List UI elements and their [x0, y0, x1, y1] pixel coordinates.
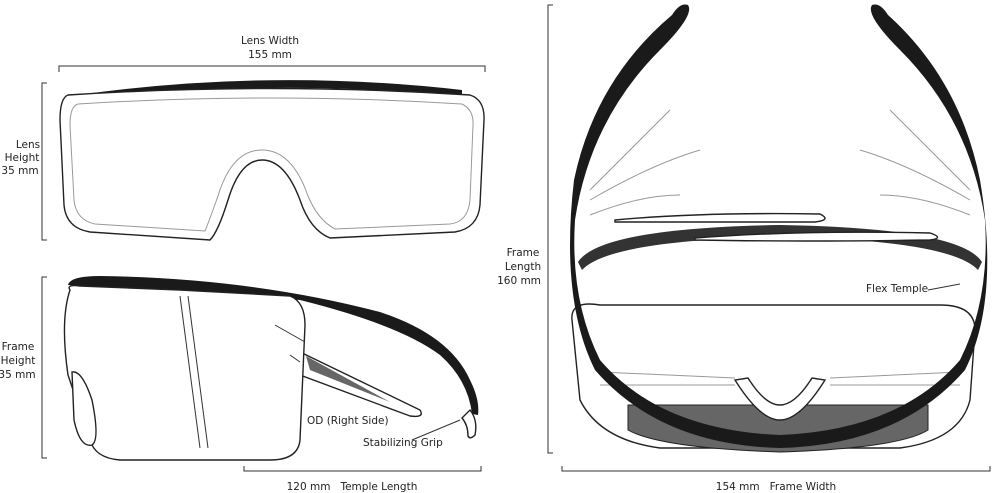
front-lens-shield [59, 87, 485, 241]
temple-tip-right [694, 231, 939, 242]
od-temple [299, 350, 422, 418]
temple-length-label: 120 mm Temple Length [287, 481, 418, 493]
flex-temple-leader-line [927, 283, 961, 291]
frame-height-label-2: Height [1, 355, 36, 367]
inner-temple-lines [589, 109, 971, 216]
headband-ring [578, 225, 982, 270]
lens-height-label-2: Height [5, 152, 40, 164]
top-view: Frame Length 160 mm Flex Temple 154 mm F… [497, 4, 991, 493]
side-reflection-lines [274, 324, 306, 363]
front-lens-inner [69, 97, 474, 232]
side-lens-shield [63, 284, 306, 461]
frame-height-value: 35 mm [0, 369, 36, 381]
grip-label: Stabilizing Grip [363, 437, 443, 449]
stabilizing-grip [461, 408, 477, 439]
lens-width-label: Lens Width [241, 35, 299, 47]
temple-length-dimension-line [243, 466, 482, 472]
frame-height-dimension-line [41, 276, 47, 459]
lens-reflection-lines [599, 371, 961, 386]
flex-temple-label: Flex Temple [866, 283, 928, 295]
front-view: Lens Width 155 mm Lens Height 35 mm [1, 35, 486, 241]
lens-bottom-band [627, 404, 929, 453]
temple-tip-left [614, 212, 826, 223]
grip-leader-line [411, 419, 461, 441]
od-label: OD (Right Side) [307, 415, 389, 427]
lens-height-dimension-line [41, 82, 47, 241]
frame-height-label-1: Frame [2, 341, 35, 353]
frame-length-dimension-line [547, 4, 553, 454]
od-temple-inset [306, 356, 390, 402]
side-lens-divider [179, 295, 209, 449]
frame-length-label-2: Length [505, 261, 541, 273]
frame-length-label-1: Frame [507, 247, 540, 259]
nose-bridge [733, 377, 827, 421]
frame-length-value: 160 mm [497, 275, 541, 287]
side-nose-pad [71, 371, 97, 446]
frame-width-label: 154 mm Frame Width [716, 481, 836, 493]
top-brow-bar [78, 80, 462, 100]
frame-width-dimension-line [561, 466, 991, 472]
lens-height-label-1: Lens [16, 139, 40, 151]
lens-width-dimension-line [58, 65, 486, 72]
lens-height-value: 35 mm [1, 165, 38, 177]
side-view: Frame Height 35 mm OD (Right Side) Stabi… [0, 276, 482, 493]
lens-width-value: 155 mm [248, 49, 292, 61]
